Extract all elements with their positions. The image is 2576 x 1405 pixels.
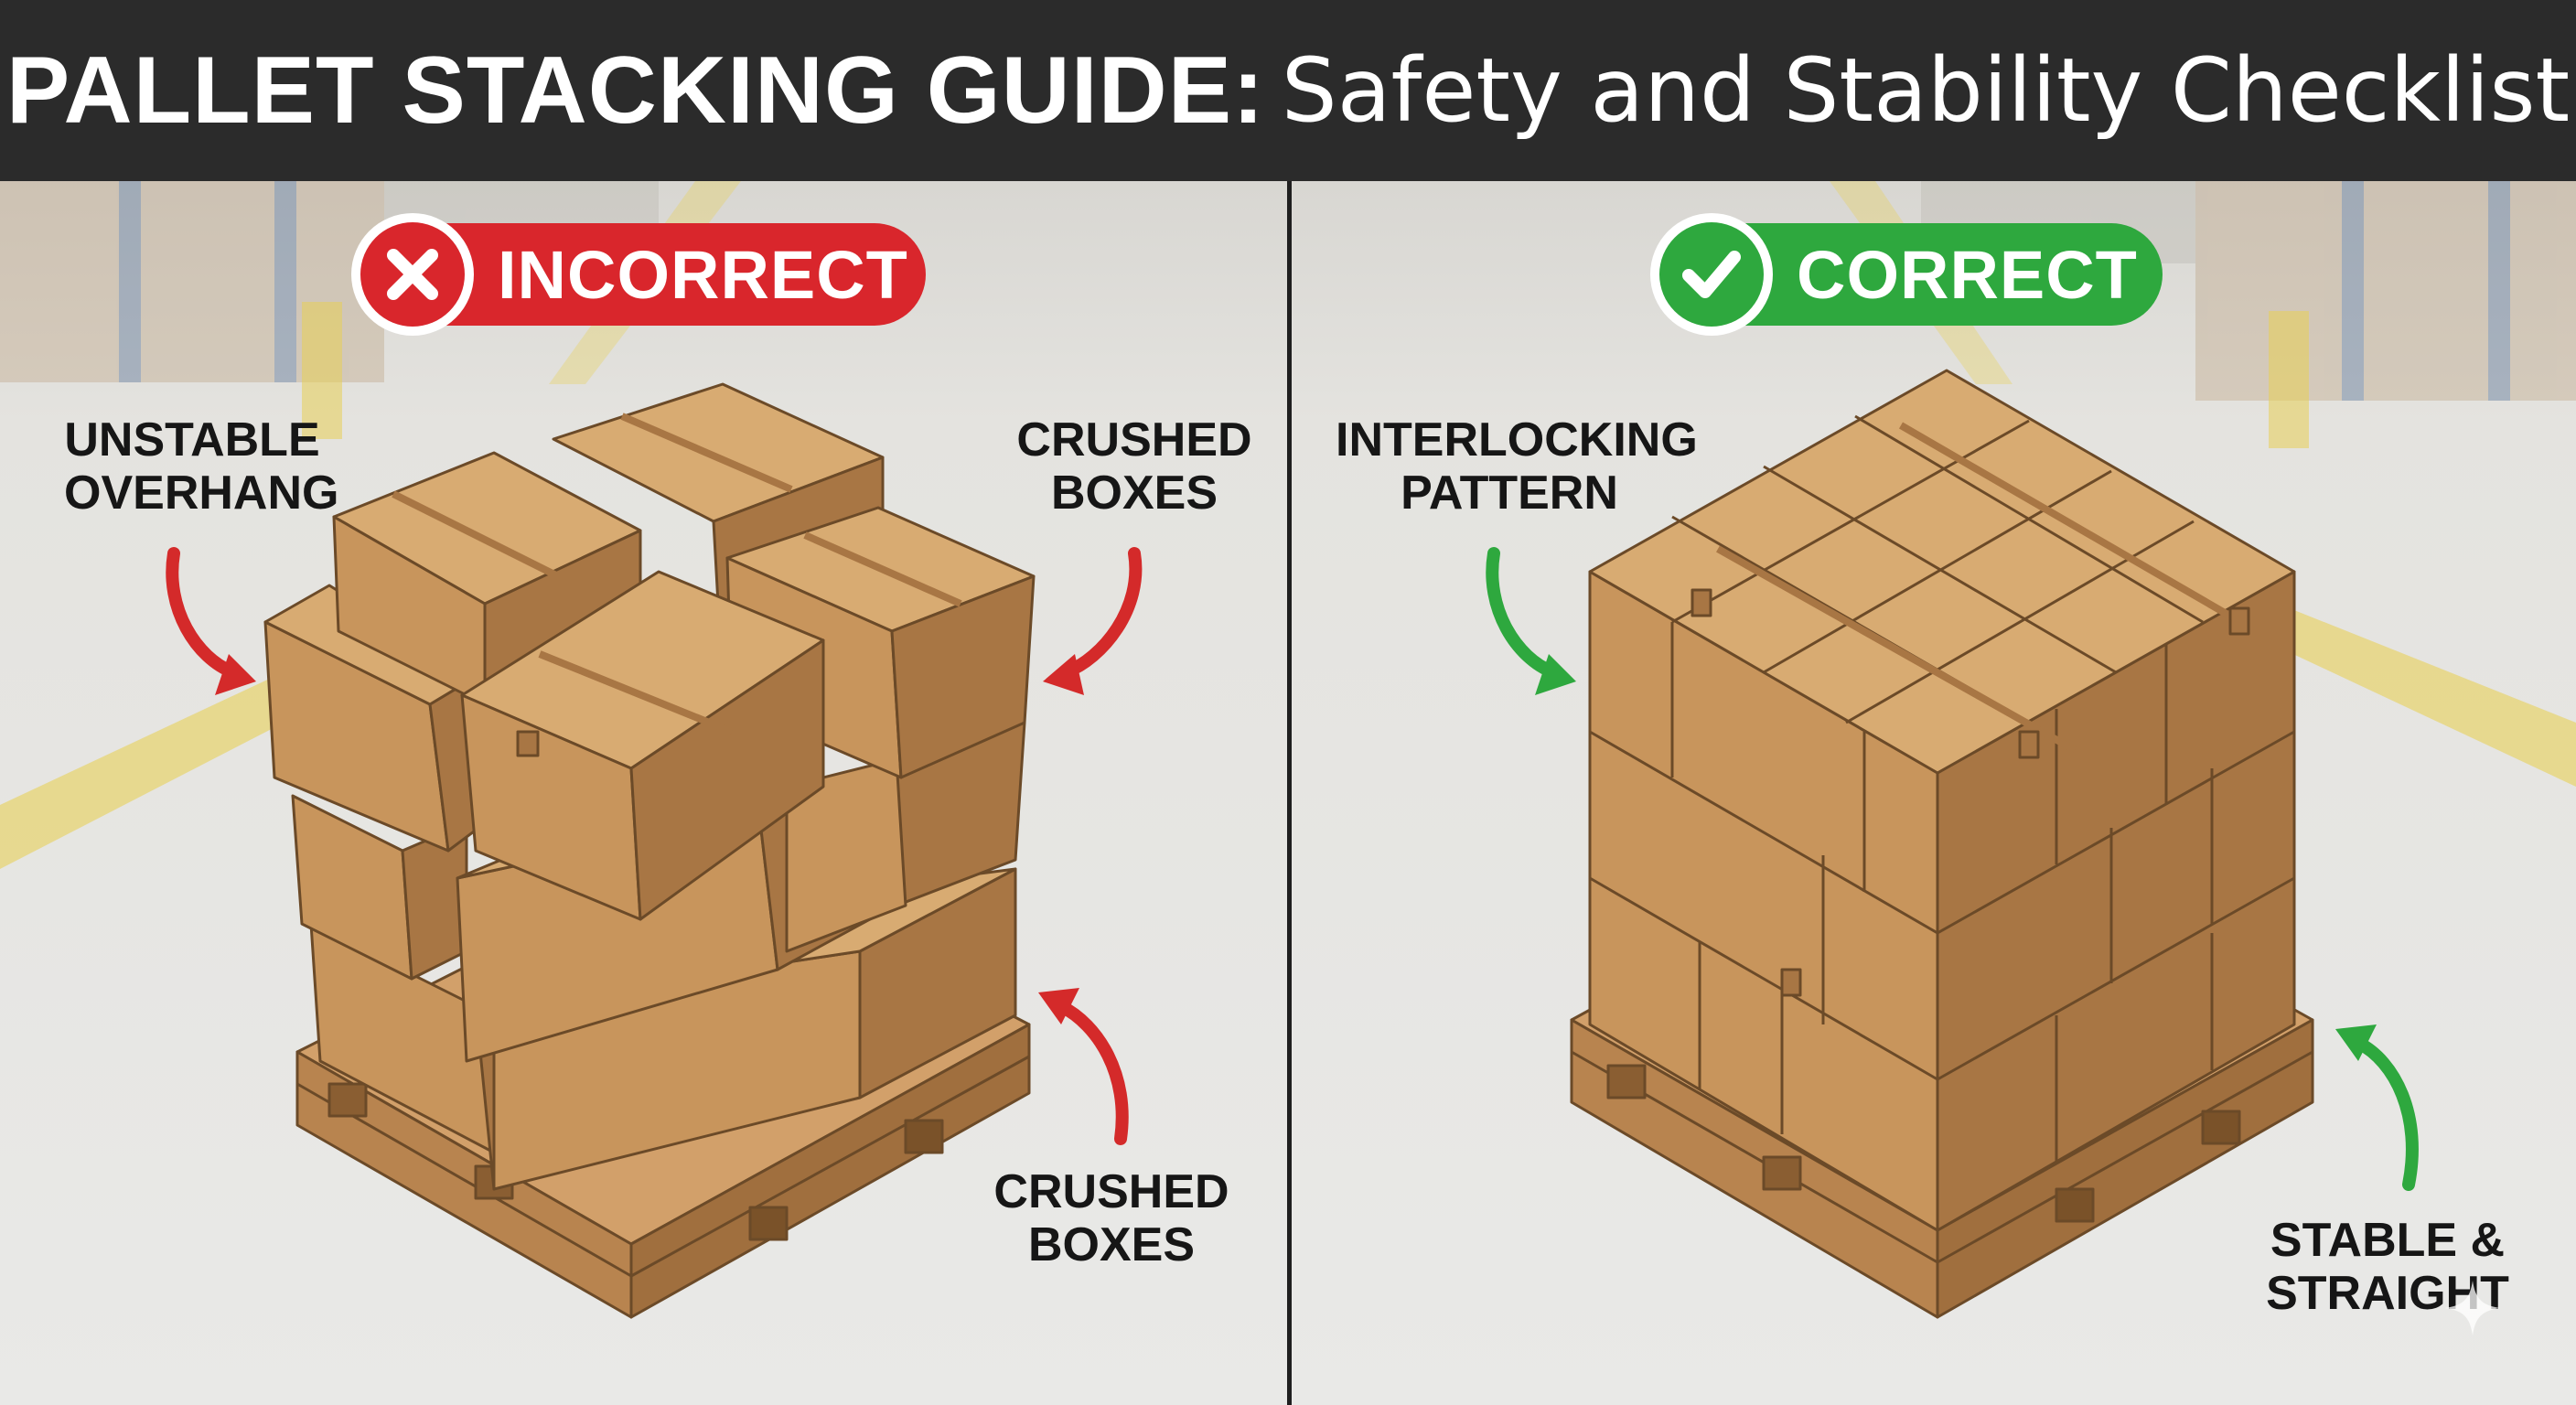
correct-stack-illustration — [1486, 369, 2419, 1319]
callout-line: BOXES — [1050, 467, 1218, 520]
correct-badge: CORRECT — [1650, 213, 2163, 336]
callout-line: UNSTABLE — [64, 413, 320, 467]
callout-crushed-boxes-bottom: CRUSHED BOXES — [993, 1165, 1230, 1271]
x-icon — [351, 213, 474, 336]
incorrect-label: INCORRECT — [498, 236, 908, 313]
incorrect-stack-illustration — [166, 382, 1143, 1319]
panel-divider — [1287, 181, 1292, 1405]
callout-line: INTERLOCKING — [1336, 413, 1698, 467]
callout-unstable-overhang: UNSTABLE OVERHANG — [64, 413, 339, 520]
callout-line: CRUSHED — [1016, 413, 1252, 467]
red-arrows — [166, 547, 1143, 1145]
callout-line: OVERHANG — [64, 467, 339, 520]
correct-label: CORRECT — [1797, 236, 2138, 313]
title-light: Safety and Stability Checklist — [1281, 39, 2571, 142]
callout-crushed-boxes-top: CRUSHED BOXES — [1015, 413, 1253, 520]
callout-line: CRUSHED — [993, 1165, 1229, 1218]
callout-interlocking-pattern: INTERLOCKING PATTERN — [1336, 413, 1698, 520]
callout-line: BOXES — [1027, 1218, 1196, 1271]
callout-line: STABLE & — [2270, 1214, 2506, 1267]
title-bar: PALLET STACKING GUIDE: Safety and Stabil… — [0, 0, 2576, 181]
green-arrows — [1486, 547, 2419, 1191]
callout-line: PATTERN — [1401, 467, 1618, 520]
checkmark-icon — [1650, 213, 1773, 336]
incorrect-badge: INCORRECT — [351, 213, 926, 336]
title-bold: PALLET STACKING GUIDE: — [5, 37, 1265, 144]
sparkle-icon — [2445, 1281, 2500, 1335]
